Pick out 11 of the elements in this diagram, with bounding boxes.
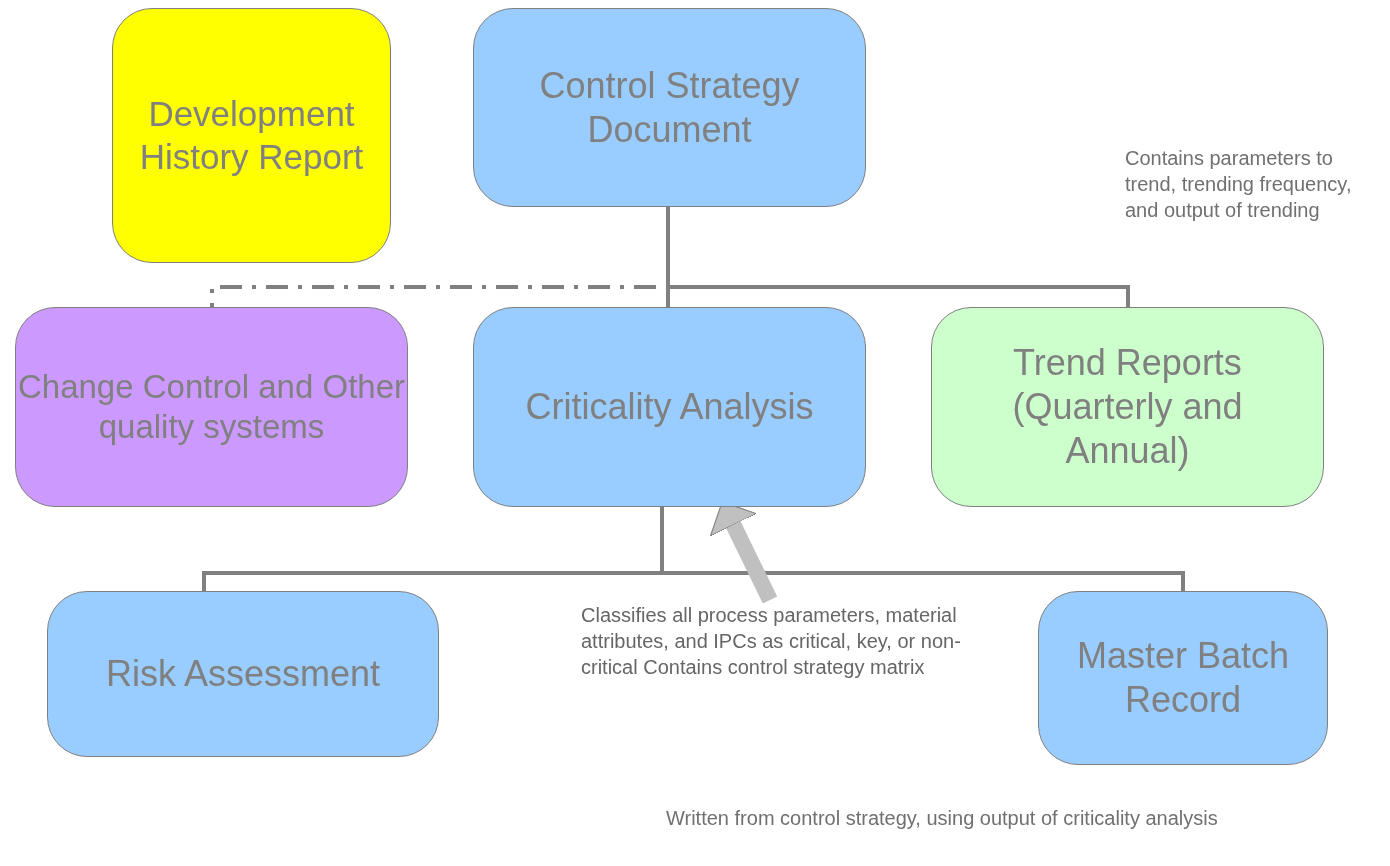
process-box: Risk Assessment	[47, 591, 439, 757]
report-box: Trend Reports (Quarterly and Annual)	[931, 307, 1324, 507]
record-box: Master Batch Record	[1038, 591, 1328, 765]
process-box: Criticality Analysis	[473, 307, 866, 507]
connector-line	[210, 207, 670, 307]
annotation-text: Classifies all process parameters, material attributes, and IPCs as critical, key, or non-critical Contains control strategy matrix	[581, 602, 1001, 680]
annotation-text: Contains parameters to trend, trending frequency, and output of trending	[1125, 146, 1353, 223]
process-box: Change Control and Other quality systems	[15, 307, 408, 507]
annotation-text: Written from control strategy, using output of criticality analysis	[666, 806, 1219, 831]
report-box: Development History Report	[112, 8, 391, 263]
document-box: Control Strategy Document	[473, 8, 866, 207]
